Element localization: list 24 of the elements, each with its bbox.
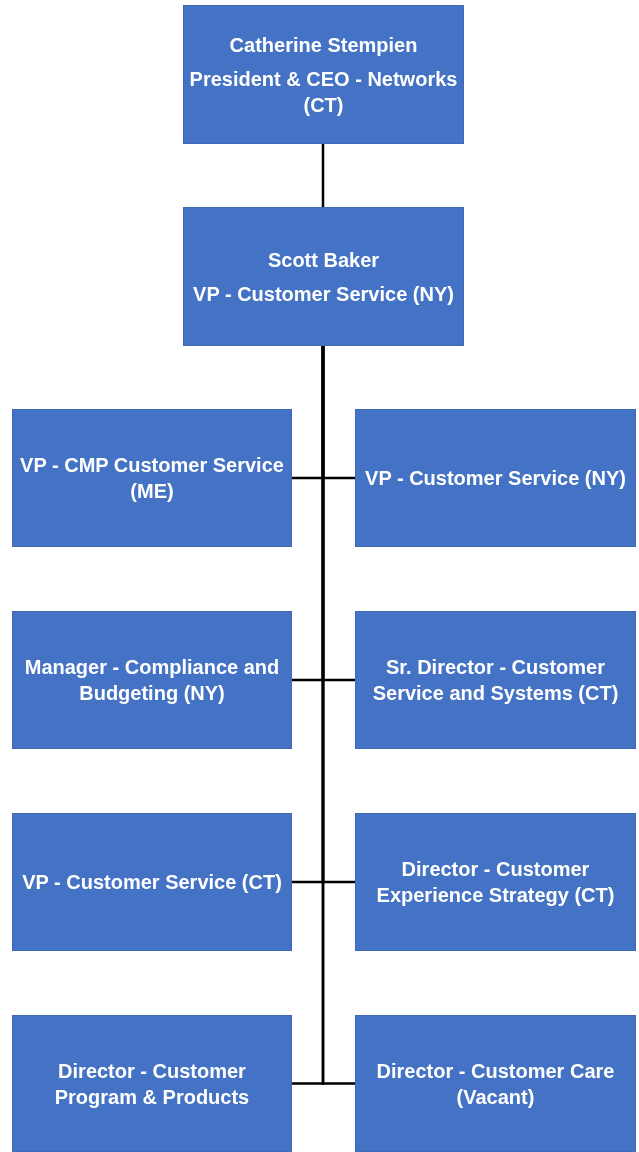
job-title: Director - Customer Program & Products [53,1058,251,1110]
person-name: Scott Baker [267,247,380,273]
org-chart-box [12,409,292,547]
job-title: VP - Customer Service (NY) [365,466,626,491]
org-chart-box [355,611,636,749]
job-title: President & CEO - Networks (CT) [188,66,459,118]
connector-line [321,144,325,207]
job-title: VP - CMP Customer Service (ME) [19,453,285,504]
org-chart-box [355,813,636,951]
org-chart-box [183,207,464,346]
job-title: VP - Customer Service (CT) [22,870,282,895]
org-chart-box [12,611,292,749]
person-name: Catherine Stempien [229,32,418,58]
connector-line [321,346,355,1085]
job-title: Director - Customer Care (Vacant) [375,1058,616,1110]
org-chart-box [183,5,464,144]
job-title: VP - Customer Service (NY) [193,281,454,307]
job-title: Manager - Compliance and Budgeting (NY) [23,655,281,706]
org-chart-box [12,1015,292,1152]
org-chart-box [355,1015,636,1152]
job-title: Director - Customer Experience Strategy (CT) [375,857,616,908]
org-chart-box [12,813,292,951]
job-title: Sr. Director - Customer Service and Systems (CT) [371,655,620,706]
org-chart-box [355,409,636,547]
